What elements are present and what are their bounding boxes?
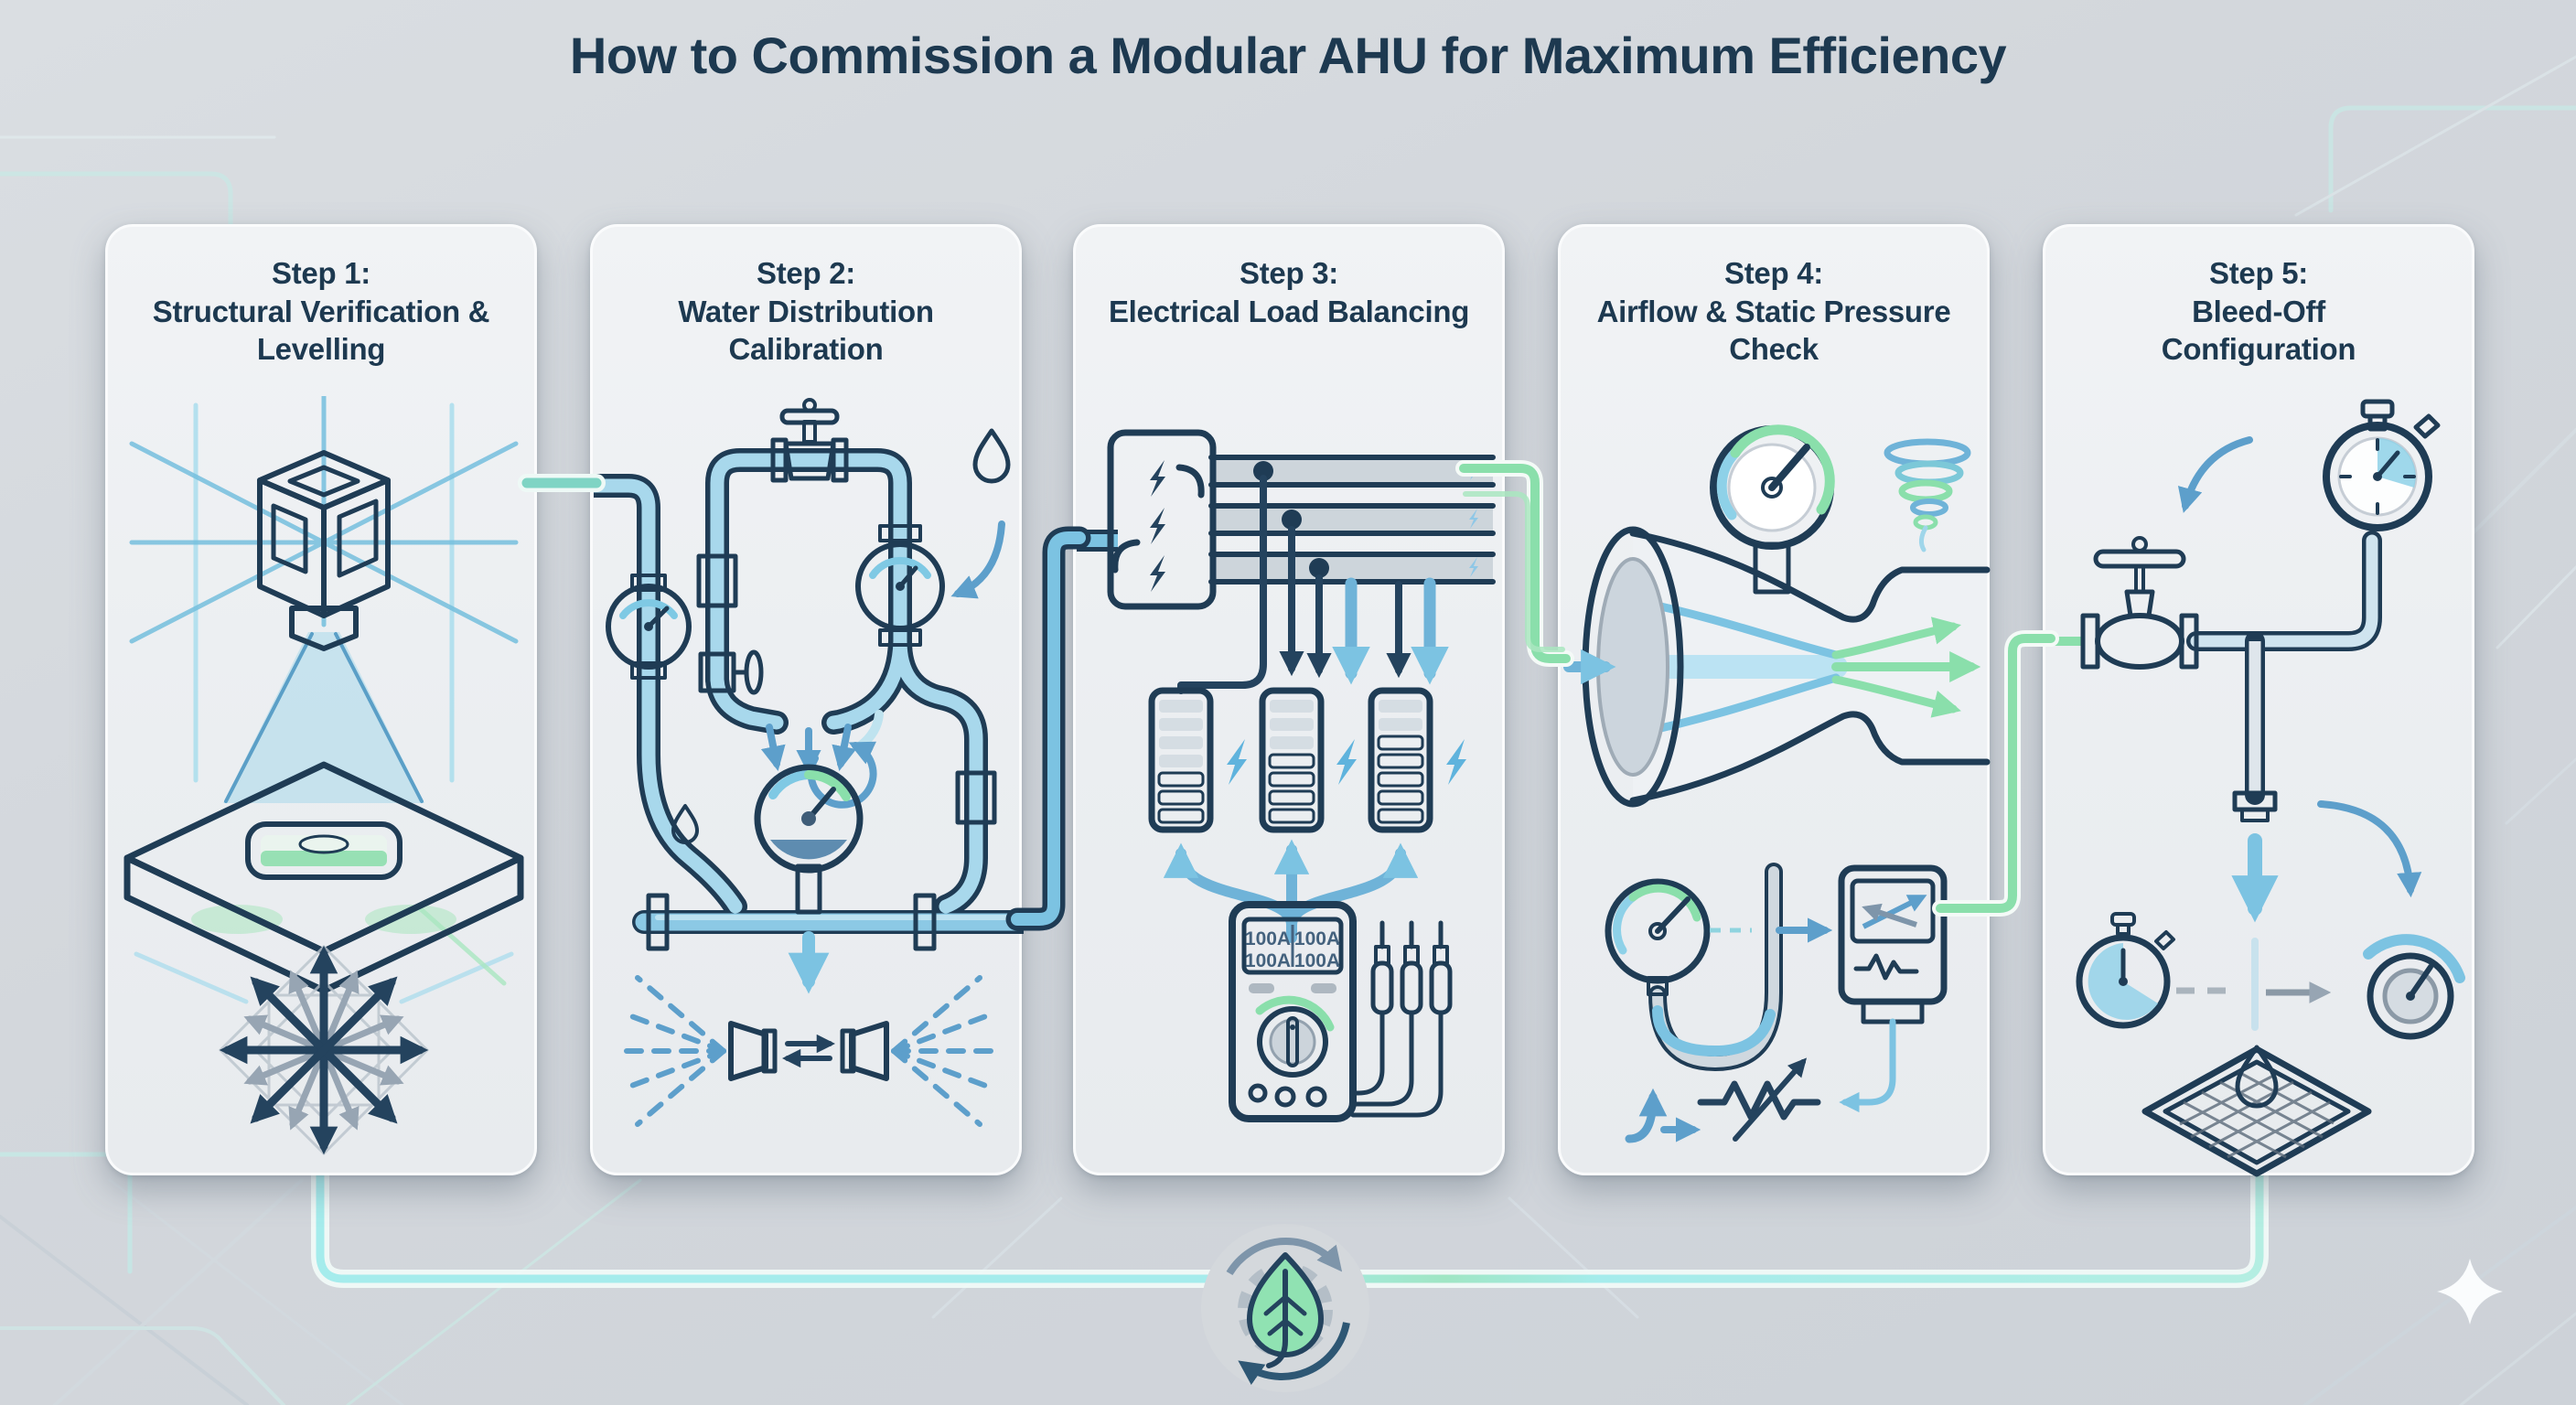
- gear-icon: [1238, 1262, 1333, 1357]
- step-3-label: Step 3:: [1240, 256, 1338, 290]
- feeder-wires: [1177, 461, 1449, 694]
- laser-cone: [223, 632, 424, 803]
- lightning-bolt-icon: [1150, 460, 1165, 592]
- step-2-name: Water Distribution Calibration: [678, 294, 934, 367]
- pipe-loop-icon: [594, 448, 1024, 951]
- shutoff-valve-icon: [770, 398, 849, 483]
- step-1-label: Step 1:: [272, 256, 370, 290]
- variable-resistor-icon: [1625, 1018, 1896, 1143]
- step-2-illustration: [594, 398, 1024, 1127]
- step-1-illustration: [123, 396, 524, 1156]
- step-5-illustration: [2046, 399, 2465, 1177]
- alignment-arrows-icon: [218, 944, 430, 1156]
- main-gauge-icon: [754, 764, 864, 915]
- pipes: [2186, 531, 2382, 822]
- water-droplet-icon: [972, 428, 1011, 484]
- flow-down-arrows: [760, 724, 857, 776]
- multimeter-reading: 100A: [1294, 928, 1340, 949]
- probe-leads-icon: [1350, 920, 1453, 1118]
- multimeter-icon: 100A 100A 100A 100A: [1229, 901, 1357, 1122]
- balance-split-arrows: [1163, 839, 1419, 943]
- flow-connector-2-3: [1005, 526, 1091, 931]
- lightning-bolt-icon: [1227, 739, 1466, 785]
- level-platform-icon: [123, 761, 524, 994]
- leaf-icon: [1247, 1252, 1324, 1368]
- vortex-icon: [1884, 438, 1971, 552]
- step-5-name: Bleed-Off Configuration: [2161, 294, 2356, 367]
- busbar-icon: [1208, 455, 1496, 585]
- u-tube-manometer-icon: [1648, 863, 1783, 1071]
- step-3-heading: Step 3: Electrical Load Balancing: [1097, 254, 1481, 330]
- step-5-heading: Step 5: Bleed-Off Configuration: [2121, 254, 2396, 369]
- spray-nozzles-icon: [618, 975, 999, 1127]
- curved-arrow-icon: [2177, 436, 2253, 513]
- control-knob-icon: [2363, 934, 2465, 1040]
- curved-arrow-icon: [950, 520, 1005, 599]
- differential-meter-icon: [1838, 864, 1948, 1024]
- step-1-card: Step 1: Structural Verification & Levell…: [105, 224, 537, 1175]
- step-4-name: Airflow & Static Pressure Check: [1596, 294, 1951, 367]
- leaf-gear-recycle-logo: [1201, 1224, 1369, 1392]
- multimeter-reading: 100A: [1294, 950, 1340, 971]
- step-5-card: Step 5: Bleed-Off Configuration: [2043, 224, 2474, 1177]
- step-2-heading: Step 2: Water Distribution Calibration: [614, 254, 998, 369]
- static-gauge-icon: [1605, 878, 1711, 996]
- timer-icon: [2076, 912, 2175, 1029]
- laser-level-icon: [257, 450, 391, 651]
- water-droplet-icon: [2235, 1045, 2279, 1109]
- step-3-name: Electrical Load Balancing: [1108, 294, 1470, 328]
- step-4-label: Step 4:: [1724, 256, 1823, 290]
- breaker-panel-icon: [1107, 429, 1217, 610]
- step-3-card: Step 3: Electrical Load Balancing: [1073, 224, 1505, 1175]
- pressure-gauge-icon: [606, 574, 692, 680]
- recycle-arrows-icon: [1226, 1238, 1350, 1386]
- step-4-card: Step 4: Airflow & Static Pressure Check: [1558, 224, 1991, 1175]
- step-4-heading: Step 4: Airflow & Static Pressure Check: [1582, 254, 1966, 369]
- step-2-card: Step 2: Water Distribution Calibration: [590, 224, 1024, 1175]
- step-3-illustration: 100A 100A 100A 100A: [1077, 429, 1496, 1122]
- water-droplet-icon: [671, 804, 699, 844]
- step-5-label: Step 5:: [2209, 256, 2308, 290]
- pressure-gauge-icon: [1710, 424, 1835, 595]
- drain-grate-icon: [2141, 1045, 2372, 1177]
- step-4-illustration: [1563, 424, 1991, 1143]
- pressure-gauge-icon: [855, 524, 945, 647]
- venturi-duct-icon: [1563, 526, 1991, 808]
- multimeter-reading: 100A: [1245, 928, 1291, 949]
- page-title: How to Commission a Modular AHU for Maxi…: [569, 27, 2007, 84]
- sparkle-icon: [2437, 1259, 2503, 1325]
- curved-arrow-icon: [2317, 800, 2422, 898]
- load-level-bars-icon: [1148, 687, 1466, 833]
- stopwatch-icon: [2323, 399, 2441, 531]
- side-valve-icon: [698, 649, 764, 695]
- bleed-valve-icon: [2080, 536, 2199, 670]
- spirit-level-icon: [245, 821, 402, 880]
- step-2-label: Step 2:: [757, 256, 855, 290]
- multimeter-reading: 100A: [1245, 950, 1291, 971]
- step-1-name: Structural Verification & Levelling: [152, 294, 490, 367]
- sequence-dashes: [2176, 981, 2332, 1003]
- step-1-heading: Step 1: Structural Verification & Levell…: [129, 254, 513, 369]
